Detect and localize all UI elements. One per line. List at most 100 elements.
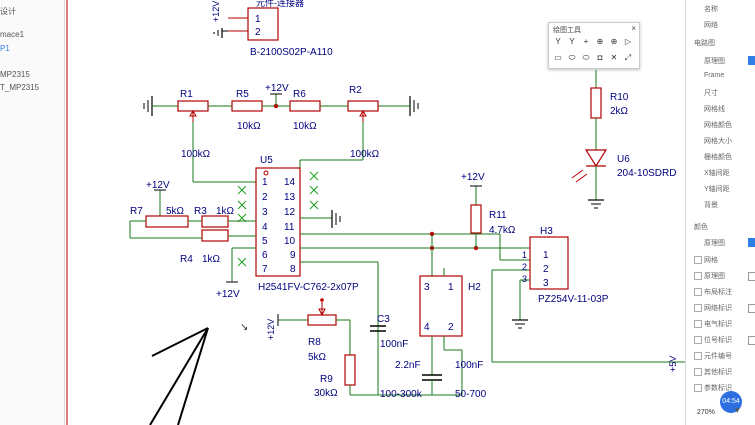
r9-label[interactable]: R9	[320, 374, 333, 385]
prop-option: 参数标识	[704, 385, 732, 392]
range-label-2: 50-700	[455, 389, 487, 400]
tool-wire-icon[interactable]: Y	[555, 37, 561, 46]
h2-label[interactable]: H2	[468, 282, 481, 293]
tool-junction-icon[interactable]: +	[583, 37, 589, 46]
r10-label[interactable]: R10	[610, 92, 629, 103]
r7-label[interactable]: R7	[130, 206, 143, 217]
r8-label[interactable]: R8	[308, 337, 321, 348]
prop-checkbox[interactable]	[748, 272, 755, 281]
chevron-down-icon[interactable]: ▾	[735, 405, 740, 415]
zoom-level[interactable]: 270%	[697, 409, 715, 416]
left-panel-item[interactable]: T_MP2315	[0, 83, 40, 92]
cap-2n2-value: 2.2nF	[395, 360, 421, 371]
r4-body	[201, 229, 229, 242]
prop-option-checkbox[interactable]	[694, 352, 702, 360]
u6-led	[584, 149, 608, 168]
u5-pin: 5	[262, 236, 268, 247]
r5-body	[231, 100, 263, 112]
left-panel: 设计 mace1 P1 MP2315 T_MP2315	[0, 0, 65, 425]
top-connector[interactable]: 元件-连接器 1 2 +12V B-2100S02P-A110	[211, 0, 333, 58]
prop-option-checkbox[interactable]	[694, 320, 702, 328]
left-panel-item-selected[interactable]: P1	[0, 44, 10, 53]
r6-value: 10kΩ	[293, 121, 317, 132]
prop-option-checkbox[interactable]	[694, 368, 702, 376]
u5-pin: 1	[262, 177, 268, 188]
u5-ic[interactable]	[255, 167, 301, 277]
left-panel-item[interactable]: 设计	[0, 7, 16, 16]
h2-component[interactable]	[378, 268, 463, 396]
no-connect-marks	[237, 171, 319, 267]
toolbox-title: 绘图工具	[553, 27, 581, 34]
top-connector-12v: +12V	[211, 1, 221, 22]
tool-rect-icon[interactable]: ▭	[554, 53, 562, 62]
prop-option-checkbox[interactable]	[694, 288, 702, 296]
drawing-toolbox[interactable]: 绘图工具 × Y Y + ⊕ ⊕ ▷ ▭ ⬭ ⬭ ◘ ✕ ⤢	[548, 22, 640, 69]
prop-item: 名称	[704, 6, 718, 13]
r1-body	[177, 100, 209, 112]
tool-image-icon[interactable]: ◘	[597, 53, 603, 62]
prop-option: 布局标注	[704, 289, 732, 296]
u5-pin: 14	[284, 177, 296, 188]
prop-option-checkbox[interactable]	[694, 304, 702, 312]
prop-option-checkbox[interactable]	[694, 384, 702, 392]
r11-label[interactable]: R11	[489, 210, 507, 221]
prop-option-checkbox[interactable]	[694, 272, 702, 280]
prop-option-checkbox[interactable]	[694, 256, 702, 264]
cap-100n-value: 100nF	[455, 360, 483, 371]
h3-label[interactable]: H3	[540, 226, 553, 237]
u5-label[interactable]: U5	[260, 155, 273, 166]
tool-port-icon[interactable]: ▷	[624, 37, 632, 46]
prop-item: 网格颜色	[704, 122, 732, 129]
prop-checkbox[interactable]	[748, 336, 755, 345]
top-connector-title: 元件-连接器	[256, 0, 304, 8]
u5-pin: 9	[290, 250, 296, 261]
r4-label[interactable]: R4	[180, 254, 193, 265]
prop-item: Frame	[704, 72, 725, 79]
prop-item: 原理图	[704, 58, 725, 65]
tool-resize-icon[interactable]: ⤢	[624, 53, 632, 62]
prop-section[interactable]: 颜色	[694, 224, 708, 231]
r2-label[interactable]: R2	[349, 85, 362, 96]
left-panel-item[interactable]: MP2315	[0, 70, 30, 79]
u5-ground	[300, 210, 341, 228]
r6-label[interactable]: R6	[293, 89, 306, 100]
net-5v: +5V	[668, 356, 678, 372]
tool-power-icon[interactable]: ⊕	[610, 37, 618, 46]
r3-label[interactable]: R3	[194, 206, 207, 217]
h3-outer-pin: 3	[522, 274, 527, 284]
prop-item: 栅格颜色	[704, 154, 732, 161]
h3-connector[interactable]	[512, 236, 569, 329]
net-12v-r8: +12V	[266, 319, 276, 340]
tool-no-connect-icon[interactable]: ✕	[610, 53, 618, 62]
recording-timer[interactable]: 04:54	[720, 391, 742, 413]
prop-section[interactable]: 电路图	[694, 40, 715, 47]
u5-right-wires	[300, 185, 685, 395]
r9-body	[344, 354, 356, 386]
tool-ellipse-icon[interactable]: ⬭	[568, 53, 576, 62]
h3-pin: 3	[543, 278, 549, 289]
r5-value: 10kΩ	[237, 121, 261, 132]
r1-label[interactable]: R1	[180, 89, 193, 100]
u5-pin: 2	[262, 192, 268, 203]
r5-label[interactable]: R5	[236, 89, 249, 100]
schematic-canvas[interactable]: 元件-连接器 1 2 +12V B-2100S02P-A110	[64, 0, 685, 425]
prop-checkbox[interactable]	[748, 56, 755, 65]
top-connector-label: B-2100S02P-A110	[250, 47, 333, 58]
prop-option-checkbox[interactable]	[694, 336, 702, 344]
prop-option: 位号标识	[704, 337, 732, 344]
prop-option: 电气标识	[704, 321, 732, 328]
r2-value: 100kΩ	[350, 149, 380, 160]
u6-label[interactable]: U6	[617, 154, 630, 165]
prop-checkbox[interactable]	[748, 304, 755, 313]
left-panel-item[interactable]: mace1	[0, 30, 25, 39]
range-label-1: 100-300k	[380, 389, 423, 400]
properties-panel: 名称 网络 电路图 原理图 Frame 尺寸 网格线 网格颜色 网格大小 栅格颜…	[685, 0, 755, 425]
u5-pin: 12	[284, 207, 296, 218]
tool-arc-icon[interactable]: ⬭	[582, 53, 590, 62]
prop-checkbox[interactable]	[748, 238, 755, 247]
toolbox-close-icon[interactable]: ×	[631, 24, 636, 33]
tool-bus-icon[interactable]: Y	[569, 37, 575, 46]
tool-ground-icon[interactable]: ⊕	[596, 37, 604, 46]
r8-r9-c3-block	[277, 298, 386, 396]
c3-label[interactable]: C3	[377, 314, 390, 325]
